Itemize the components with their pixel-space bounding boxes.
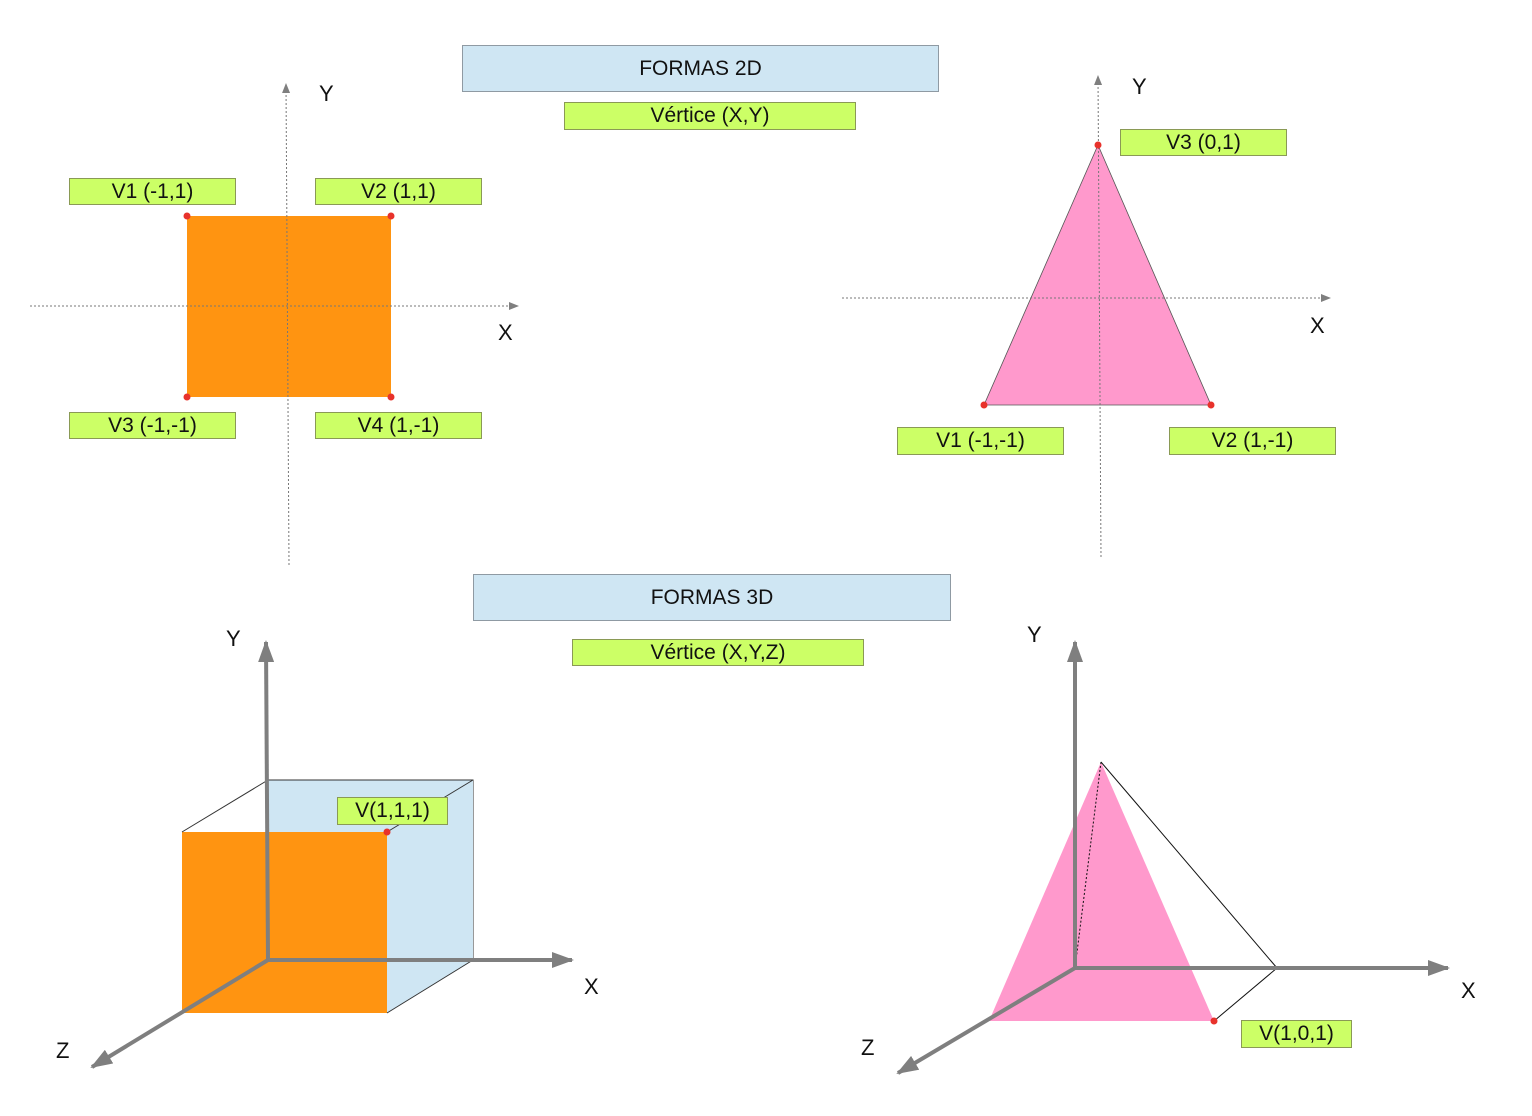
square-label-v3: V3 (-1,-1): [69, 412, 236, 439]
cube-axis-x-label: X: [584, 974, 599, 999]
pink-triangle: [983, 144, 1212, 406]
square-label-v1: V1 (-1,1): [69, 178, 236, 205]
pyramid-axis-x-label: X: [1461, 978, 1476, 1003]
pyramid-edge: [1213, 967, 1278, 1022]
cube-label-vertex: V(1,1,1): [337, 797, 448, 825]
square-diagram: [30, 83, 519, 566]
subtitle-2d: Vértice (X,Y): [564, 102, 856, 130]
square-vertex-v1: [183, 212, 191, 220]
square-axis-y-label: Y: [319, 81, 334, 106]
cube-y-axis: [258, 640, 275, 961]
pyramid-hidden-edge: [1074, 761, 1102, 969]
cube-axis-z-label: Z: [56, 1038, 70, 1063]
title-3d: FORMAS 3D: [473, 574, 951, 621]
square-label-v4: V4 (1,-1): [315, 412, 482, 439]
square-vertex-v3: [183, 393, 191, 401]
triangle-axis-y-label: Y: [1132, 74, 1147, 99]
triangle-axis-x-label: X: [1310, 313, 1325, 338]
cube-z-axis: [90, 958, 270, 1069]
orange-square: [187, 216, 391, 397]
square-vertex-v2: [387, 212, 395, 220]
cube-edge: [386, 959, 474, 1014]
square-y-axis: [282, 83, 291, 566]
pyramid-vertex: [1210, 1017, 1218, 1025]
cube-vertex: [383, 828, 391, 836]
triangle-vertex-v3: [1094, 141, 1102, 149]
square-label-v2: V2 (1,1): [315, 178, 482, 205]
pyramid-diagram: [896, 640, 1450, 1075]
cube-front-face: [182, 832, 387, 1013]
square-axis-x-label: X: [498, 320, 513, 345]
pyramid-label-vertex: V(1,0,1): [1241, 1020, 1352, 1048]
title-2d: FORMAS 2D: [462, 45, 939, 92]
triangle-label-v3: V3 (0,1): [1120, 129, 1287, 156]
triangle-label-v2: V2 (1,-1): [1169, 427, 1336, 455]
pyramid-axis-y-label: Y: [1027, 622, 1042, 647]
triangle-diagram: [842, 75, 1331, 558]
cube-diagram: [90, 640, 574, 1069]
pyramid-z-axis: [896, 966, 1077, 1075]
cube-edge: [181, 779, 269, 833]
subtitle-3d: Vértice (X,Y,Z): [572, 639, 864, 666]
triangle-y-axis: [1094, 75, 1103, 558]
triangle-vertex-v2: [1207, 401, 1215, 409]
triangle-vertex-v1: [980, 401, 988, 409]
pyramid-edge: [1100, 761, 1278, 969]
triangle-label-v1: V1 (-1,-1): [897, 427, 1064, 455]
pyramid-axis-z-label: Z: [861, 1035, 875, 1060]
cube-axis-y-label: Y: [226, 626, 241, 651]
square-vertex-v4: [387, 393, 395, 401]
cube-right-face: [387, 780, 473, 1013]
pyramid-front-face: [989, 762, 1214, 1021]
